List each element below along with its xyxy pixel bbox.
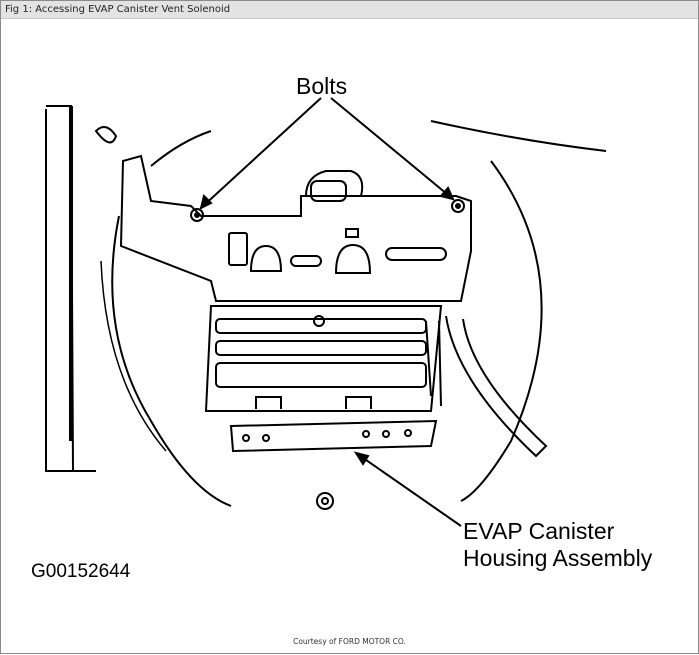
evap-canister [204,305,443,453]
leader-lines [199,97,462,527]
assembly-label: EVAP Canister Housing Assembly [463,518,652,572]
bolts-label: Bolts [296,73,348,99]
wheel-well-left [111,215,232,507]
vent-hose [445,315,548,458]
evap-canister-illustration [45,97,607,527]
left-body-panel [45,105,118,472]
figure-code: G00152644 [31,561,131,582]
wheel-well-right [460,160,543,502]
assembly-label-line2: Housing Assembly [463,545,653,571]
bolt-right [451,199,465,213]
figure-title: Fig 1: Accessing EVAP Canister Vent Sole… [1,1,698,19]
assembly-label-line1: EVAP Canister [463,518,615,544]
courtesy-credit: Courtesy of FORD MOTOR CO. [293,637,406,646]
bolt-left [190,208,204,222]
wheel-well-top [430,120,607,152]
mounting-bracket [119,154,472,302]
grommet [316,492,334,510]
